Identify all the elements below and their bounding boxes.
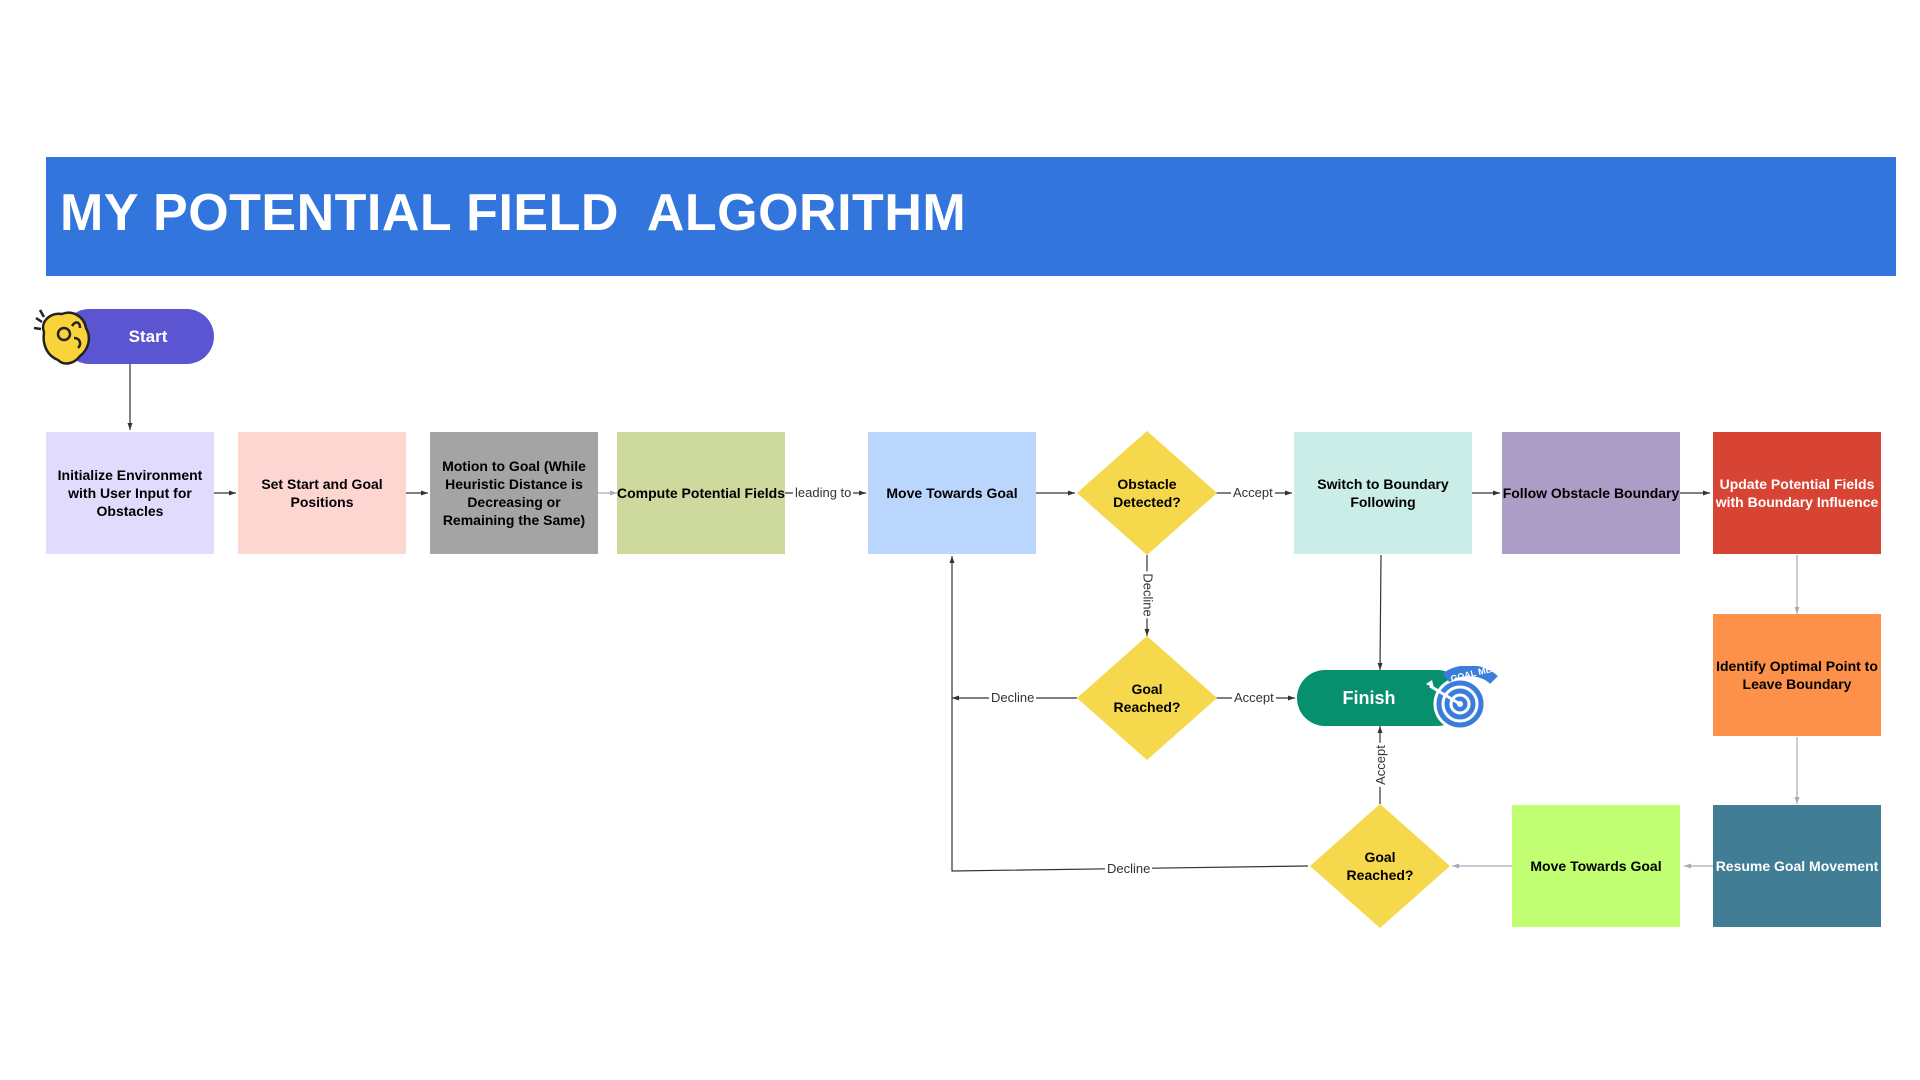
edge-switch-finish xyxy=(1377,554,1383,671)
node-set-start-goal: Set Start and Goal Positions xyxy=(238,432,406,554)
edge-goal2-decline-loop xyxy=(949,556,1309,872)
edge-label-accept-obstacle: Accept xyxy=(1231,485,1275,501)
edge-label-decline-goal1: Decline xyxy=(989,690,1037,706)
node-initialize-environment: Initialize Environment with User Input f… xyxy=(46,432,214,554)
decision-goal-reached-2: Goal Reached? xyxy=(1310,804,1450,928)
edge-label-decline-goal2: Decline xyxy=(1105,861,1153,877)
node-move-towards-goal-2: Move Towards Goal xyxy=(1512,805,1680,927)
decision-obstacle-detected: Obstacle Detected? xyxy=(1077,431,1217,555)
page-title: MY POTENTIAL FIELD ALGORITHM xyxy=(60,184,967,242)
finish-label: Finish xyxy=(1342,687,1396,708)
edge-label-accept-goal2: Accept xyxy=(1372,743,1389,787)
node-update-potential-fields: Update Potential Fields with Boundary In… xyxy=(1713,432,1881,554)
decision-goal-reached-1: Goal Reached? xyxy=(1077,636,1217,760)
edge-label-accept-goal1: Accept xyxy=(1232,690,1276,706)
edge-label-decline-obstacle: Decline xyxy=(1139,571,1156,619)
goal-met-target-icon: GOAL MET! xyxy=(1420,662,1501,734)
node-move-towards-goal: Move Towards Goal xyxy=(868,432,1036,554)
node-resume-goal-movement: Resume Goal Movement xyxy=(1713,805,1881,927)
ok-hand-icon xyxy=(30,304,100,370)
node-switch-boundary-following: Switch to Boundary Following xyxy=(1294,432,1472,554)
edge-label-leading-to: leading to xyxy=(793,485,854,501)
decision-obstacle-label: Obstacle Detected? xyxy=(1113,476,1181,510)
node-compute-potential-fields: Compute Potential Fields xyxy=(617,432,785,554)
title-banner xyxy=(46,157,1896,276)
node-motion-to-goal: Motion to Goal (While Heuristic Distance… xyxy=(430,432,598,554)
decision-goal2-label: Goal Reached? xyxy=(1346,849,1414,883)
decision-goal1-label: Goal Reached? xyxy=(1113,681,1181,715)
node-follow-obstacle-boundary: Follow Obstacle Boundary xyxy=(1502,432,1680,554)
node-identify-optimal-point: Identify Optimal Point to Leave Boundary xyxy=(1713,614,1881,736)
start-label: Start xyxy=(128,326,168,346)
